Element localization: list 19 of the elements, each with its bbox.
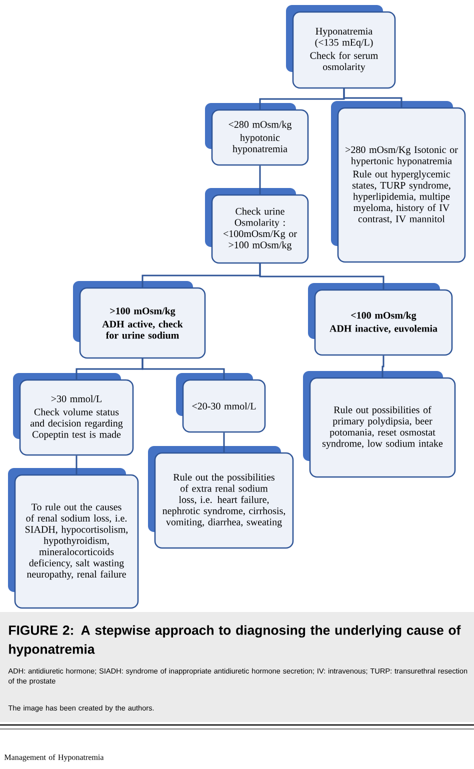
flowchart-box: Check urine Osmolarity : <100mOsm/Kg or >100 mOsm/kg [205,188,309,264]
flowchart-box: >30 mmol/L Check volume status and decision regarding Copeptin test is made [13,373,134,456]
connector [223,432,225,452]
flowchart-box: >100 mOsm/kg ADH active, check for urine sodium [73,281,206,359]
flowchart-box: <280 mOsm/kg hypotonic hyponatremia [205,103,309,166]
connector [76,456,78,474]
connector [142,358,225,380]
connector [382,356,384,378]
flowchart-box: Rule out possibilities of primary polydipsia, beer potomania, reset osmostat syndrome, low sodium intake [303,371,456,478]
connector [343,88,402,108]
connector [259,264,384,290]
connector [259,166,261,194]
flowchart-box: <20-30 mmol/L [176,373,266,433]
running-header: Management of Hyponatremia [4,754,104,762]
flowchart-box: Rule out the possibilities of extra renal sodium loss, i.e. heart failure, nephrotic syndrome, cirrhosis, vomiting, diarrhea, sweating [148,446,294,549]
flowchart-box: <100 mOsm/kg ADH inactive, euvolemia [308,283,453,356]
flowchart-box: To rule out the causes of renal sodium loss, i.e. SIADH, hypocortisolism, hypothyroidism, mineralocorticoids deficiency, salt wasting neuropathy, renal failure [8,468,139,609]
flowchart-box: Hyponatremia (<135 mEq/L) Check for serum osmolarity [286,5,396,89]
flowchart-box: >280 mOsm/Kg Isotonic or hypertonic hyponatremia Rule out hyperglycemic states, TURP syndrome, hyperlipidemia, multipe myeloma, history of IV contrast, IV mannitol [331,101,466,263]
